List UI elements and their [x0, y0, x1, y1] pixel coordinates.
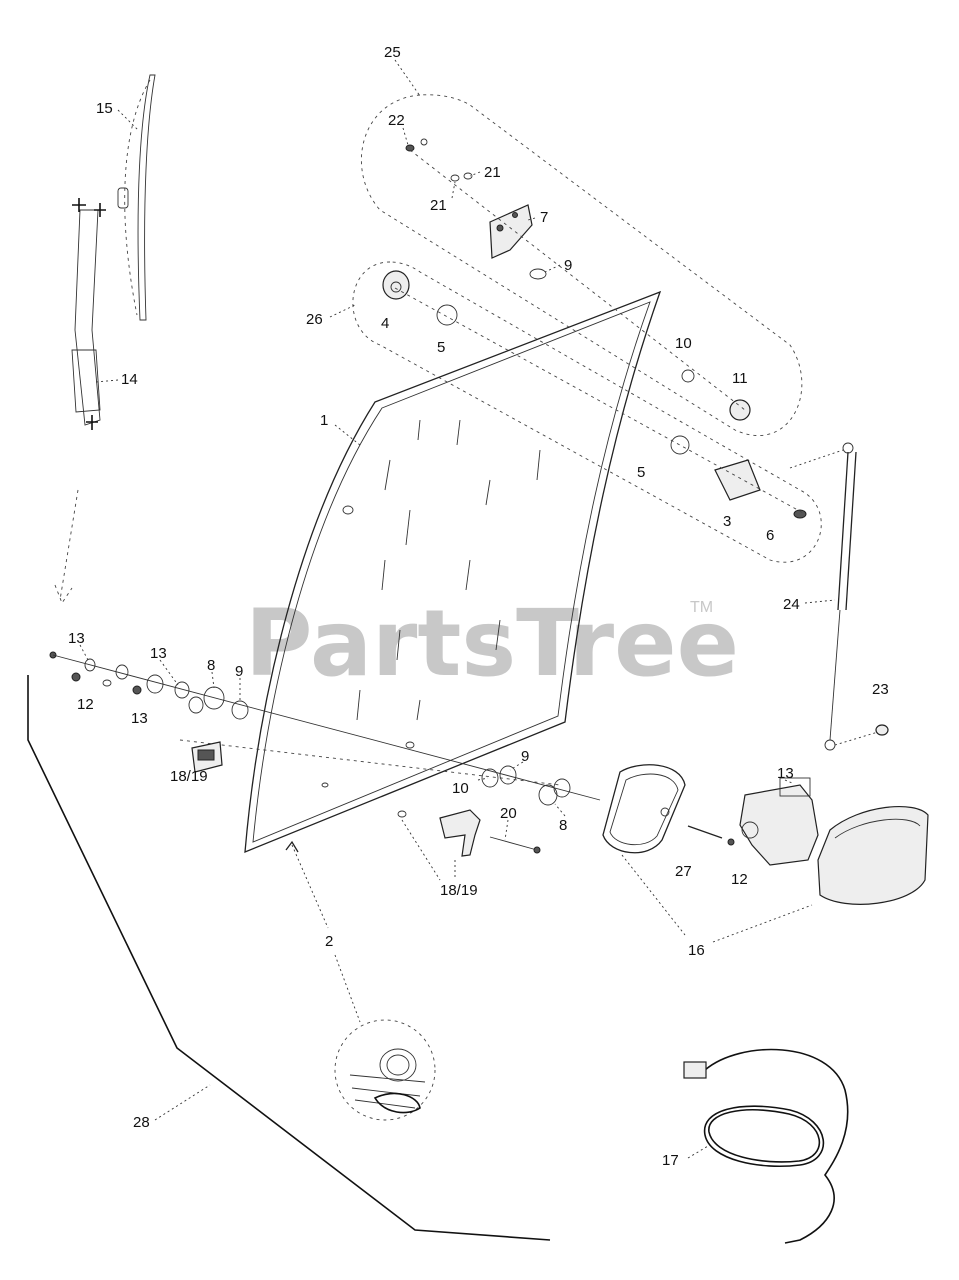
windshield-panel — [244, 290, 662, 854]
callout-12-right: 12 — [731, 871, 748, 888]
ball-stud-23 — [875, 724, 889, 736]
leader-16-left — [621, 854, 686, 936]
callout-2: 2 — [325, 933, 333, 950]
callout-9-left: 9 — [235, 663, 243, 680]
leader-2-lower — [334, 954, 361, 1023]
callout-20: 20 — [500, 805, 517, 822]
callout-14: 14 — [121, 371, 138, 388]
group-25-outline — [360, 94, 803, 436]
washer-21b — [463, 172, 473, 180]
bushing-3 — [714, 459, 761, 501]
motor-13 — [739, 777, 819, 866]
leader-2-upper — [291, 844, 329, 929]
watermark-trademark: TM — [690, 599, 713, 616]
callout-24: 24 — [783, 596, 800, 613]
callout-8-right: 8 — [559, 817, 567, 834]
washer-5a — [436, 304, 458, 326]
callout-22: 22 — [388, 112, 405, 129]
callout-7: 7 — [540, 209, 548, 226]
wiper-blade-15 — [117, 74, 156, 321]
callout-26: 26 — [306, 311, 323, 328]
cap-11 — [729, 399, 751, 421]
callout-23: 23 — [872, 681, 889, 698]
detail-2 — [334, 1019, 436, 1121]
leader-lines — [79, 59, 836, 841]
callout-13-left: 13 — [68, 630, 85, 647]
callout-21-upper: 21 — [484, 164, 501, 181]
callout-13-right: 13 — [777, 765, 794, 782]
gas-strut-24 — [824, 442, 857, 751]
axis-line-upper — [394, 287, 806, 515]
leader-28 — [154, 1084, 211, 1121]
arrow-2 — [285, 840, 299, 853]
callout-1: 1 — [320, 412, 328, 429]
callout-8-left: 8 — [207, 657, 215, 674]
leader-24-top — [789, 449, 844, 469]
callout-12-left: 12 — [77, 696, 94, 713]
callout-16: 16 — [688, 942, 705, 959]
screw-22 — [405, 144, 415, 152]
callout-5-upper: 5 — [437, 339, 445, 356]
washer-5b — [670, 435, 690, 455]
callout-11: 11 — [732, 370, 748, 387]
wiper-arm-14 — [71, 198, 106, 430]
callout-18-19-right: 18/19 — [440, 882, 478, 899]
wire-harness-17 — [683, 1048, 849, 1244]
spacer-4 — [382, 270, 410, 300]
leader-23 — [834, 731, 879, 746]
leader-18-19-right-a — [401, 819, 441, 881]
spacer-4-hole — [390, 281, 402, 293]
callout-21-lower: 21 — [430, 197, 447, 214]
shaft-27 — [687, 825, 723, 839]
callout-28: 28 — [133, 1114, 150, 1131]
hinge-hardware-right — [481, 765, 571, 806]
callout-27: 27 — [675, 863, 692, 880]
washer-21a — [450, 174, 460, 182]
nut-12 — [727, 838, 735, 846]
callout-25: 25 — [384, 44, 401, 61]
callout-13-lower: 13 — [131, 710, 148, 727]
washer-22 — [420, 138, 428, 146]
seal-28 — [27, 675, 551, 1241]
bolt-6 — [793, 509, 807, 519]
nut-10 — [681, 369, 695, 383]
watermark-text: PartsTree — [245, 590, 739, 697]
callout-9-right: 9 — [521, 748, 529, 765]
callout-15: 15 — [96, 100, 113, 117]
callout-4: 4 — [381, 315, 389, 332]
callout-10-right: 10 — [452, 780, 469, 797]
bracket-7 — [489, 204, 533, 259]
housing-16 — [817, 805, 929, 905]
leader-16-right — [712, 904, 813, 943]
leader-17 — [687, 1145, 709, 1159]
callout-5-lower: 5 — [637, 464, 645, 481]
axis-line-top — [409, 149, 746, 411]
callout-10-top: 10 — [675, 335, 692, 352]
direction-arrow — [54, 489, 79, 604]
latch-18-19-right — [397, 809, 541, 857]
callout-labels: 25 22 21 21 7 9 26 4 5 10 11 1 5 3 6 15 … — [68, 44, 889, 1169]
washer-9 — [529, 268, 547, 280]
callout-6: 6 — [766, 527, 774, 544]
callout-3: 3 — [723, 513, 731, 530]
cover-16 — [602, 764, 686, 854]
group-26-outline — [352, 261, 822, 563]
callout-13-mid: 13 — [150, 645, 167, 662]
callout-9-top: 9 — [564, 257, 572, 274]
callout-17: 17 — [662, 1152, 679, 1169]
callout-18-19-left: 18/19 — [170, 768, 208, 785]
latch-18-19-left — [191, 741, 223, 773]
